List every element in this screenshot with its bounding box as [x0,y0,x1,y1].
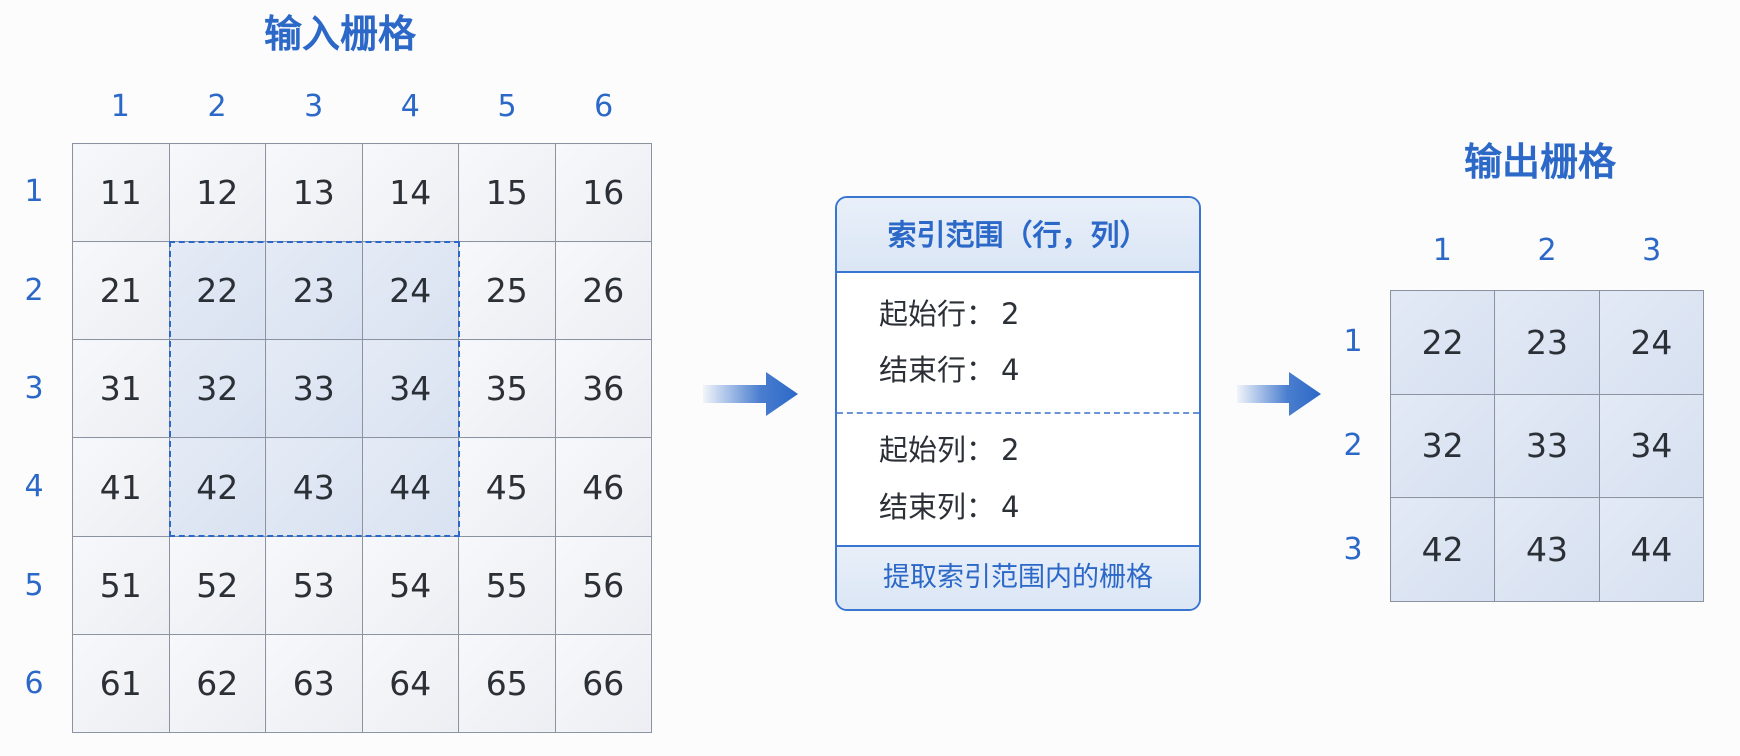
input-grid-title: 输入栅格 [263,12,416,56]
input-cell: 31 [72,339,170,439]
input-cell: 32 [168,339,266,439]
end-col-value: 4 [1001,490,1020,524]
input-cell: 53 [265,535,363,635]
input-cell: 43 [265,437,363,537]
input-row-label: 2 [24,272,44,308]
input-column-label: 6 [594,89,614,124]
output-cell: 44 [1598,497,1705,602]
output-cell: 32 [1389,393,1496,499]
input-cell: 35 [458,339,556,439]
input-cell: 45 [458,437,556,537]
input-cell: 14 [361,142,459,243]
start-col-label: 起始列： [879,433,996,467]
input-cell: 66 [554,633,652,734]
input-cell: 21 [72,241,170,341]
input-cell: 65 [458,633,556,734]
input-cell: 25 [458,241,556,341]
output-cell: 23 [1494,290,1600,395]
input-cell: 24 [361,241,459,341]
input-row-label: 5 [24,567,44,603]
input-cell: 34 [361,339,459,439]
input-column-label: 5 [497,89,517,124]
arrow-right-icon [703,372,798,416]
index-range-title: 索引范围（行，列） [837,198,1199,273]
input-cell: 16 [554,142,652,243]
input-cell: 13 [265,142,363,243]
input-cell: 61 [72,633,170,734]
input-row-label: 6 [24,665,44,701]
end-col-label: 结束列： [879,490,996,524]
start-row-item: 起始行：2 [879,296,1019,332]
input-cell: 26 [554,241,652,341]
input-cell: 56 [554,535,652,635]
end-row-label: 结束行： [879,353,996,387]
output-cell: 43 [1494,497,1600,602]
input-row-label: 4 [24,469,44,505]
input-cell: 33 [265,339,363,439]
input-cell: 51 [72,535,170,635]
output-cell: 24 [1598,290,1705,395]
input-cell: 46 [554,437,652,537]
output-column-label: 3 [1642,233,1662,268]
output-row-label: 2 [1343,428,1363,463]
input-column-label: 2 [207,89,227,124]
input-cell: 44 [361,437,459,537]
input-cell: 23 [265,241,363,341]
input-cell: 62 [168,633,266,734]
output-cell: 33 [1494,393,1600,499]
input-cell: 52 [168,535,266,635]
input-cell: 55 [458,535,556,635]
output-cell: 34 [1598,393,1705,499]
arrow-right-icon [1237,372,1321,416]
input-cell: 22 [168,241,266,341]
extract-description: 提取索引范围内的栅格 [837,545,1199,609]
input-cell: 15 [458,142,556,243]
start-col-value: 2 [1001,433,1020,467]
output-grid-title: 输出栅格 [1463,140,1616,184]
index-range-panel: 索引范围（行，列） 起始行：2 结束行：4 起始列：2 结束列：4 提取索引范围… [835,196,1201,611]
input-column-label: 3 [304,89,324,124]
end-col-item: 结束列：4 [879,489,1019,525]
output-row-label: 3 [1343,532,1363,567]
output-cell: 22 [1389,290,1496,395]
input-cell: 12 [168,142,266,243]
input-row-label: 1 [24,174,44,210]
input-cell: 63 [265,633,363,734]
input-cell: 41 [72,437,170,537]
output-row-label: 1 [1343,324,1363,359]
input-row-label: 3 [24,370,44,406]
input-cell: 54 [361,535,459,635]
start-col-item: 起始列：2 [879,432,1019,468]
output-column-label: 2 [1537,233,1557,268]
input-cell: 36 [554,339,652,439]
input-column-label: 1 [110,89,130,124]
start-row-value: 2 [1001,297,1020,331]
panel-dashed-divider [837,412,1199,414]
output-cell: 42 [1389,497,1496,602]
input-column-label: 4 [400,89,420,124]
input-cell: 42 [168,437,266,537]
end-row-value: 4 [1001,353,1020,387]
input-cell: 11 [72,142,170,243]
output-column-label: 1 [1432,233,1452,268]
input-cell: 64 [361,633,459,734]
start-row-label: 起始行： [879,297,996,331]
end-row-item: 结束行：4 [879,352,1019,388]
